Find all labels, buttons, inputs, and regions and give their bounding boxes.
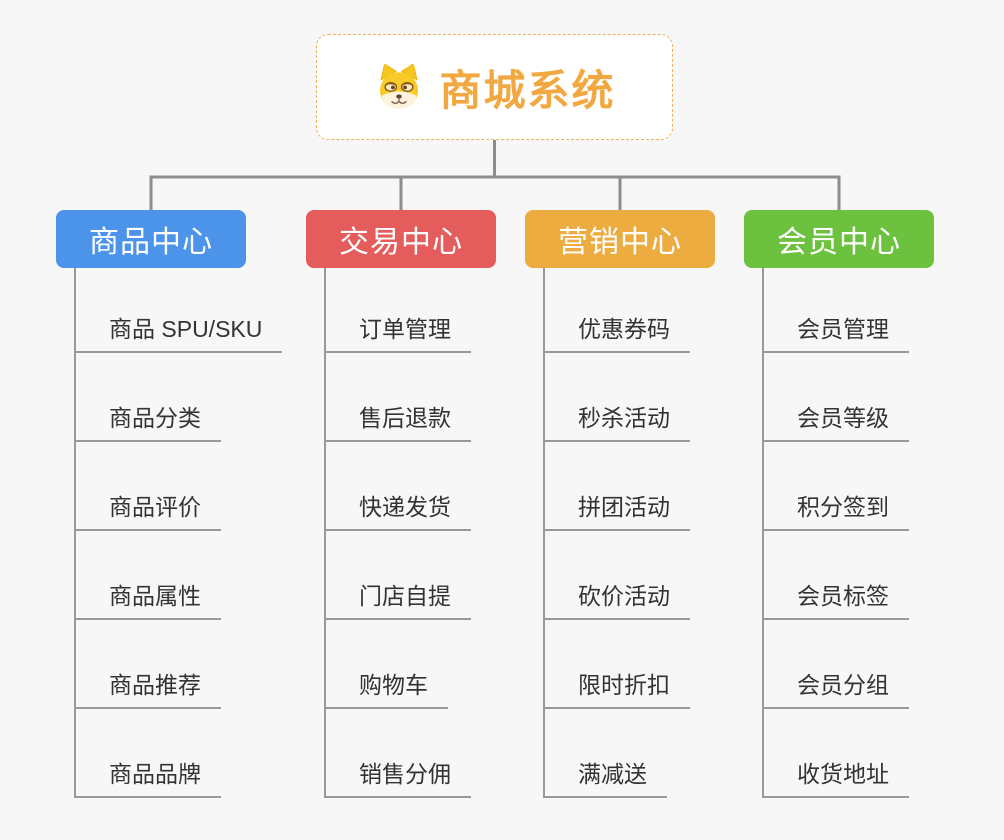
child-node[interactable]: 售后退款 bbox=[326, 353, 471, 442]
child-node[interactable]: 拼团活动 bbox=[545, 442, 690, 531]
branch-trade-center: 交易中心 订单管理售后退款快递发货门店自提购物车销售分佣 bbox=[306, 210, 496, 798]
child-node[interactable]: 销售分佣 bbox=[326, 709, 471, 798]
child-node[interactable]: 积分签到 bbox=[764, 442, 909, 531]
child-node-label: 收货地址 bbox=[797, 761, 889, 787]
child-node-label: 积分签到 bbox=[797, 494, 889, 520]
child-node-label: 商品推荐 bbox=[109, 672, 201, 698]
child-node-label: 商品评价 bbox=[109, 494, 201, 520]
child-node[interactable]: 商品推荐 bbox=[76, 620, 221, 709]
child-node-label: 商品 SPU/SKU bbox=[109, 316, 263, 342]
branch-header-label: 会员中心 bbox=[777, 226, 901, 259]
child-node[interactable]: 商品属性 bbox=[76, 531, 221, 620]
root-title: 商城系统 bbox=[439, 66, 616, 114]
child-node[interactable]: 砍价活动 bbox=[545, 531, 690, 620]
child-node[interactable]: 限时折扣 bbox=[545, 620, 690, 709]
child-node-label: 会员分组 bbox=[797, 672, 889, 698]
branch-marketing-center: 营销中心 优惠券码秒杀活动拼团活动砍价活动限时折扣满减送 bbox=[525, 210, 715, 798]
child-node-label: 门店自提 bbox=[359, 583, 451, 609]
child-node[interactable]: 门店自提 bbox=[326, 531, 471, 620]
branch-children-list: 商品 SPU/SKU 商品分类商品评价商品属性商品推荐商品品牌 bbox=[74, 268, 283, 798]
child-node[interactable]: 会员分组 bbox=[764, 620, 909, 709]
child-node-label: 快递发货 bbox=[359, 494, 451, 520]
child-node[interactable]: 收货地址 bbox=[764, 709, 909, 798]
child-node[interactable]: 商品分类 bbox=[76, 353, 221, 442]
child-node[interactable]: 满减送 bbox=[545, 709, 667, 798]
root-node[interactable]: 商城系统 bbox=[316, 34, 673, 140]
branch-header-label: 营销中心 bbox=[558, 226, 682, 259]
branch-children-list: 优惠券码秒杀活动拼团活动砍价活动限时折扣满减送 bbox=[543, 268, 690, 798]
child-node-label: 会员管理 bbox=[797, 316, 889, 342]
child-node[interactable]: 商品品牌 bbox=[76, 709, 221, 798]
child-node[interactable]: 会员等级 bbox=[764, 353, 909, 442]
child-node-label: 拼团活动 bbox=[578, 494, 670, 520]
child-node-label: 购物车 bbox=[359, 672, 428, 698]
child-node[interactable]: 会员标签 bbox=[764, 531, 909, 620]
child-node-label: 限时折扣 bbox=[578, 672, 670, 698]
child-node[interactable]: 快递发货 bbox=[326, 442, 471, 531]
child-node-label: 秒杀活动 bbox=[578, 405, 670, 431]
child-node[interactable]: 优惠券码 bbox=[545, 268, 690, 353]
child-node-label: 订单管理 bbox=[359, 316, 451, 342]
child-node-label: 砍价活动 bbox=[578, 583, 670, 609]
child-node[interactable]: 商品 SPU/SKU bbox=[76, 268, 283, 353]
child-node-label: 商品属性 bbox=[109, 583, 201, 609]
child-node[interactable]: 购物车 bbox=[326, 620, 448, 709]
child-node-label: 会员标签 bbox=[797, 583, 889, 609]
branch-children-list: 会员管理会员等级积分签到会员标签会员分组收货地址 bbox=[762, 268, 909, 798]
child-node[interactable]: 订单管理 bbox=[326, 268, 471, 353]
branch-header-label: 交易中心 bbox=[339, 226, 463, 259]
child-node-label: 商品品牌 bbox=[109, 761, 201, 787]
branch-member-center: 会员中心 会员管理会员等级积分签到会员标签会员分组收货地址 bbox=[744, 210, 934, 798]
branch-header-label: 商品中心 bbox=[89, 226, 213, 259]
child-node-label: 满减送 bbox=[578, 761, 647, 787]
shiba-dog-icon bbox=[380, 64, 419, 109]
child-node[interactable]: 会员管理 bbox=[764, 268, 909, 353]
branch-header-product-center[interactable]: 商品中心 bbox=[56, 210, 246, 268]
branch-header-trade-center[interactable]: 交易中心 bbox=[306, 210, 496, 268]
child-node[interactable]: 秒杀活动 bbox=[545, 353, 690, 442]
branch-header-marketing-center[interactable]: 营销中心 bbox=[525, 210, 715, 268]
branch-product-center: 商品中心 商品 SPU/SKU 商品分类商品评价商品属性商品推荐商品品牌 bbox=[56, 210, 283, 798]
branch-children-list: 订单管理售后退款快递发货门店自提购物车销售分佣 bbox=[324, 268, 471, 798]
child-node-label: 商品分类 bbox=[109, 405, 201, 431]
child-node-label: 会员等级 bbox=[797, 405, 889, 431]
branch-header-member-center[interactable]: 会员中心 bbox=[744, 210, 934, 268]
child-node-label: 优惠券码 bbox=[578, 316, 670, 342]
child-node-label: 售后退款 bbox=[359, 405, 451, 431]
child-node[interactable]: 商品评价 bbox=[76, 442, 221, 531]
child-node-label: 销售分佣 bbox=[359, 761, 451, 787]
